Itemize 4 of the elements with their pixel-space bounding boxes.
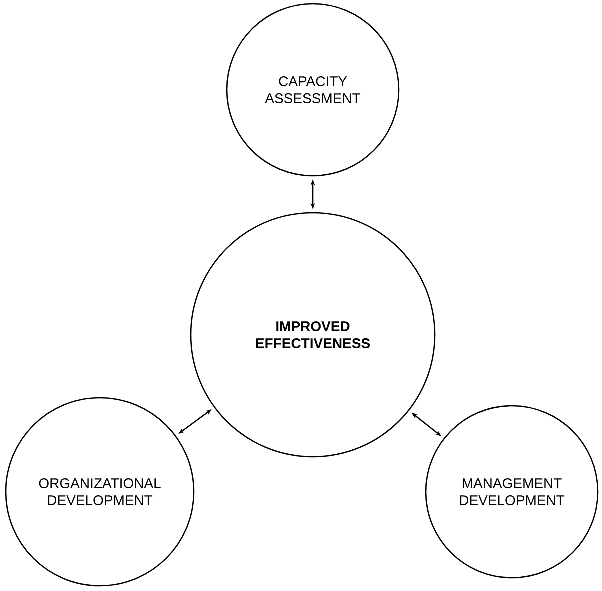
circle-node: CAPACITY ASSESSMENT bbox=[226, 3, 400, 177]
circle-node: ORGANIZATIONAL DEVELOPMENT bbox=[5, 397, 195, 587]
circle-node: IMPROVED EFFECTIVENESS bbox=[190, 212, 436, 458]
circle-node: MANAGEMENT DEVELOPMENT bbox=[425, 405, 599, 579]
